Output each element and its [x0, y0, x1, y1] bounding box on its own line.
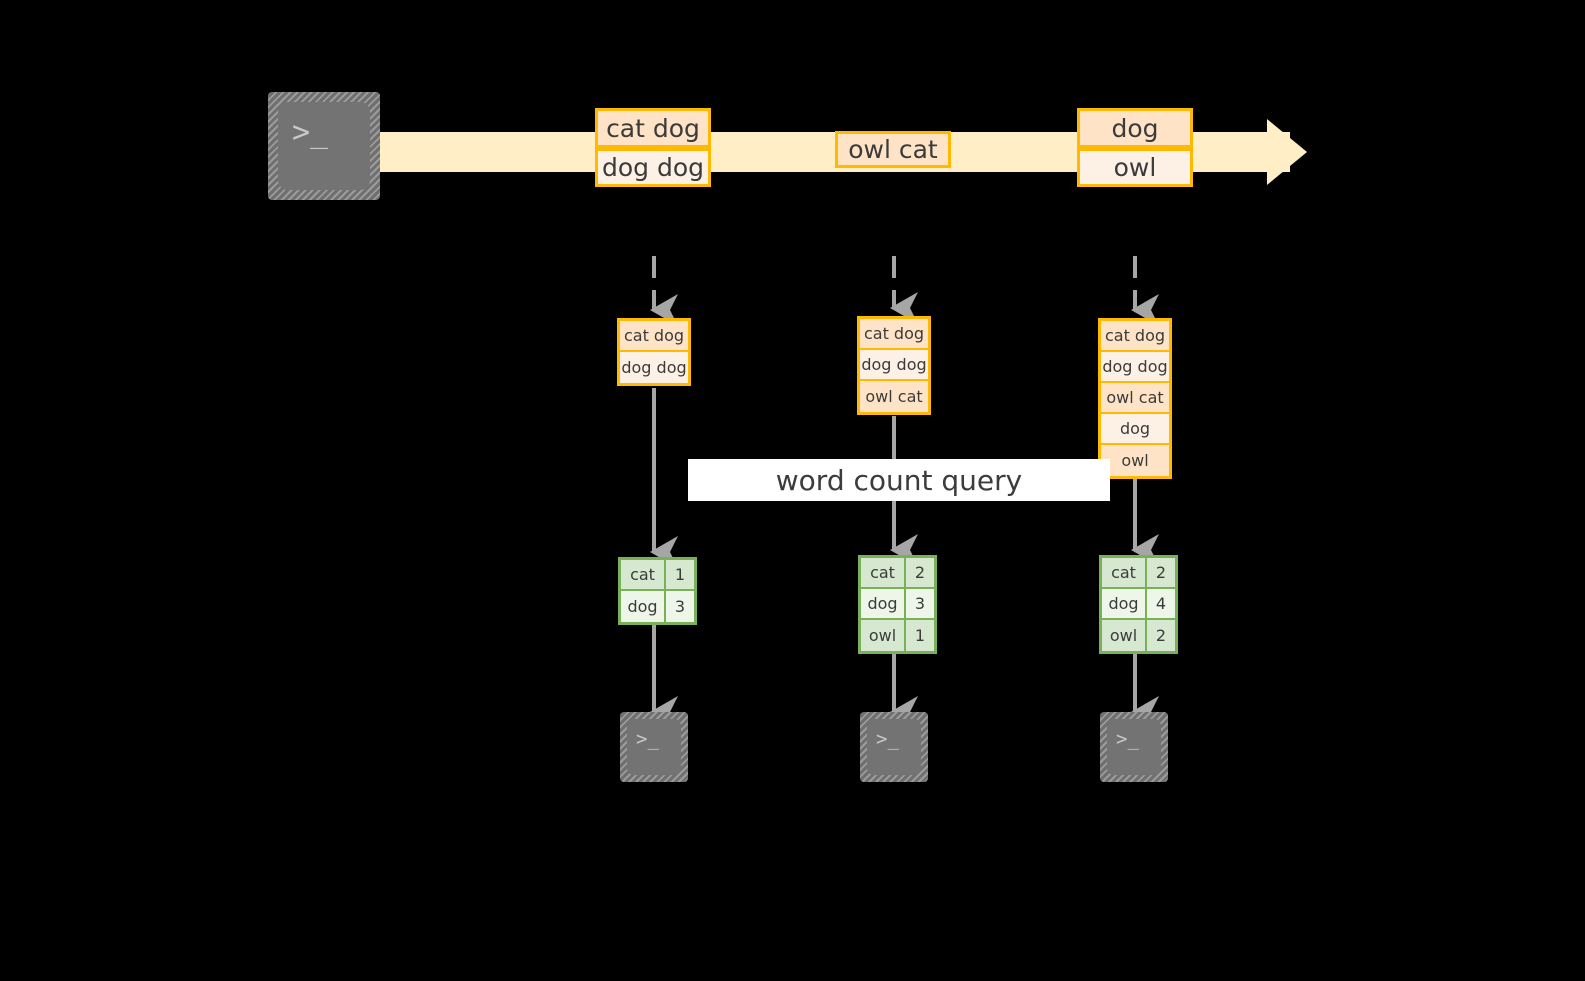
count-row: owl 2 — [1102, 620, 1175, 651]
state-row: dog dog — [1101, 352, 1169, 383]
sink-terminal-icon[interactable]: >_ — [620, 712, 688, 782]
stream-event-label: cat dog — [606, 113, 700, 143]
state-row: owl cat — [1101, 383, 1169, 414]
count-value: 1 — [666, 560, 694, 589]
terminal-screen: >_ — [627, 719, 681, 775]
count-value: 3 — [906, 589, 934, 618]
stream-event-label: dog dog — [601, 153, 704, 182]
state-row-label: dog dog — [621, 358, 687, 377]
state-row: cat dog — [1101, 321, 1169, 352]
count-value: 2 — [1147, 558, 1175, 587]
count-value: 3 — [666, 591, 694, 622]
stream-arrowhead — [1267, 119, 1307, 185]
state-row: owl — [1101, 445, 1169, 476]
count-table[interactable]: cat 2 dog 4 owl 2 — [1099, 555, 1178, 654]
count-word: owl — [1102, 620, 1147, 651]
count-row: dog 3 — [621, 591, 694, 622]
state-row-label: dog — [1119, 419, 1151, 438]
prompt-glyph: >_ — [1116, 728, 1139, 750]
query-label: word count query — [688, 459, 1110, 501]
state-row-label: owl — [1121, 451, 1149, 470]
stream-event-label: owl — [1113, 153, 1157, 182]
terminal-screen: >_ — [278, 102, 370, 190]
count-word: cat — [1102, 558, 1147, 587]
state-row-label: cat dog — [1104, 326, 1166, 345]
stream-event[interactable]: cat dog — [595, 108, 711, 148]
state-row: dog — [1101, 414, 1169, 445]
terminal-screen: >_ — [1107, 719, 1161, 775]
stream-event-label: owl cat — [848, 135, 938, 164]
count-word: dog — [621, 591, 666, 622]
state-row-label: dog dog — [861, 355, 927, 374]
count-row: dog 4 — [1102, 589, 1175, 620]
count-word: cat — [861, 558, 906, 587]
count-row: dog 3 — [861, 589, 934, 620]
sink-terminal-icon[interactable]: >_ — [860, 712, 928, 782]
count-row: owl 1 — [861, 620, 934, 651]
state-row: cat dog — [860, 319, 928, 350]
source-terminal-icon[interactable]: >_ — [268, 92, 380, 200]
count-value: 2 — [1147, 620, 1175, 651]
count-value: 1 — [906, 620, 934, 651]
stream-event-label: dog — [1111, 113, 1159, 143]
query-label-text: word count query — [775, 463, 1023, 497]
stream-event[interactable]: owl cat — [835, 131, 951, 168]
state-row: dog dog — [860, 350, 928, 381]
count-word: cat — [621, 560, 666, 589]
prompt-glyph: >_ — [636, 728, 659, 750]
count-table[interactable]: cat 2 dog 3 owl 1 — [858, 555, 937, 654]
count-row: cat 2 — [1102, 558, 1175, 589]
state-row: owl cat — [860, 381, 928, 412]
count-word: dog — [1102, 589, 1147, 618]
prompt-glyph: >_ — [876, 728, 899, 750]
count-row: cat 1 — [621, 560, 694, 591]
state-row-label: cat dog — [863, 324, 925, 343]
prompt-glyph: >_ — [292, 115, 329, 150]
sink-terminal-icon[interactable]: >_ — [1100, 712, 1168, 782]
state-table[interactable]: cat dog dog dog owl cat dog owl — [1098, 318, 1172, 479]
state-table[interactable]: cat dog dog dog owl cat — [857, 316, 931, 415]
count-value: 2 — [906, 558, 934, 587]
count-value: 4 — [1147, 589, 1175, 618]
terminal-screen: >_ — [867, 719, 921, 775]
state-row-label: owl cat — [1106, 388, 1164, 407]
state-row-label: cat dog — [623, 326, 685, 345]
state-table[interactable]: cat dog dog dog — [617, 318, 691, 386]
state-row-label: dog dog — [1102, 357, 1168, 376]
state-row: dog dog — [620, 352, 688, 383]
stream-event[interactable]: owl — [1077, 148, 1193, 187]
count-word: owl — [861, 620, 906, 651]
stream-event[interactable]: dog dog — [595, 148, 711, 187]
state-row-label: owl cat — [865, 387, 923, 406]
state-row: cat dog — [620, 321, 688, 352]
count-table[interactable]: cat 1 dog 3 — [618, 557, 697, 625]
count-row: cat 2 — [861, 558, 934, 589]
count-word: dog — [861, 589, 906, 618]
stream-event[interactable]: dog — [1077, 108, 1193, 148]
